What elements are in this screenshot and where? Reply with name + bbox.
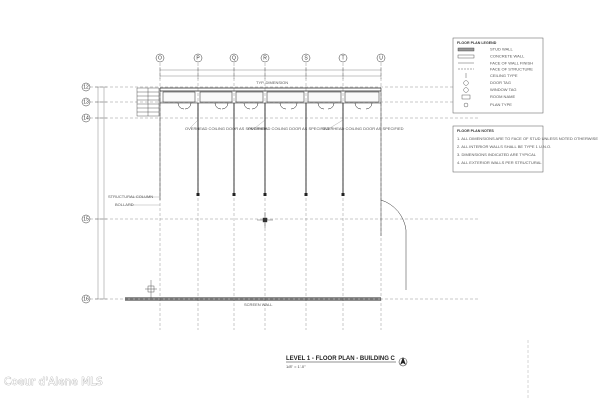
building-walls	[125, 87, 382, 301]
grid-bubble-O: O	[155, 53, 165, 63]
plan-scale: 1/8" = 1'-0"	[286, 364, 306, 369]
right-door-swing	[380, 199, 407, 290]
legend-title: FLOOR PLAN LEGEND	[457, 41, 497, 45]
stair	[136, 87, 160, 117]
grid-label-R: R	[263, 55, 267, 61]
legend-item-9: PLAN TYPE	[490, 102, 512, 107]
legend-item-7: WINDOW TAG	[490, 87, 517, 92]
row-grid-bubbles: 12 13 14 15 16	[81, 82, 91, 304]
grid-bubble-Q: Q	[229, 53, 239, 63]
grid-bubble-12: 12	[81, 82, 91, 92]
annotation-leaders	[130, 119, 344, 206]
legend-item-1: STUD WALL	[490, 47, 514, 52]
grid-bubble-R: R	[260, 53, 270, 63]
legend-item-5: CEILING TYPE	[490, 73, 518, 78]
bollard-note: BOLLARD	[115, 202, 134, 207]
storefront-note-1: OVERHEAD COILING DOOR AS SPECIFIED	[185, 126, 267, 131]
top-dimension-note: TYP. DIMENSION	[256, 80, 288, 85]
grid-label-16: 16	[83, 296, 89, 302]
grid-label-T: T	[341, 55, 344, 61]
storefront-note-3: OVERHEAD COILING DOOR AS SPECIFIED	[322, 126, 404, 131]
plan-title: LEVEL 1 - FLOOR PLAN - BUILDING C	[286, 356, 396, 362]
legend-box: FLOOR PLAN LEGEND STUD WALL CONCRETE WAL…	[452, 37, 544, 114]
grid-label-P: P	[196, 55, 200, 61]
grid-label-S: S	[304, 55, 308, 61]
grid-label-13: 13	[83, 99, 89, 105]
demising-walls	[197, 103, 344, 195]
column-grid-bubbles: O P Q R S T U	[155, 53, 386, 63]
grid-label-14: 14	[83, 115, 89, 121]
mls-watermark: Coeur d'Alene MLS	[4, 376, 103, 388]
column-grid	[159, 63, 382, 330]
legend-item-2: CONCRETE WALL	[490, 54, 525, 59]
left-dimension-string	[95, 86, 107, 300]
bollard-marker	[145, 280, 157, 298]
legend-item-4: FACE OF STRUCTURE	[490, 67, 533, 72]
grid-bubble-S: S	[301, 53, 311, 63]
bottom-wall-note: SCREEN WALL	[244, 302, 273, 307]
grid-bubble-T: T	[338, 53, 348, 63]
note-4: 4. ALL EXTERIOR WALLS PER STRUCTURAL	[457, 160, 542, 165]
legend-item-3: FACE OF WALL FINISH	[490, 61, 533, 66]
grid-bubble-13: 13	[81, 97, 91, 107]
grid-bubble-14: 14	[81, 113, 91, 123]
grid-bubble-15: 15	[81, 214, 91, 224]
grid-bubble-16: 16	[81, 294, 91, 304]
grid-label-O: O	[158, 55, 162, 61]
note-1: 1. ALL DIMENSIONS ARE TO FACE OF STUD UN…	[457, 136, 598, 141]
note-3: 3. DIMENSIONS INDICATED ARE TYPICAL	[457, 152, 537, 157]
note-2: 2. ALL INTERIOR WALLS SHALL BE TYPE 1 U.…	[457, 144, 551, 149]
north-arrow-icon	[398, 357, 408, 367]
top-dimension-string	[159, 67, 382, 79]
wall-end-markers	[196, 193, 345, 196]
storefront-note-2: OVERHEAD COILING DOOR AS SPECIFIED	[248, 126, 330, 131]
notes-title: FLOOR PLAN NOTES	[457, 129, 494, 133]
plan-title-block: LEVEL 1 - FLOOR PLAN - BUILDING C 1/8" =…	[286, 356, 408, 369]
unit-bays	[162, 91, 380, 110]
grid-label-U: U	[379, 55, 383, 61]
grid-label-15: 15	[83, 216, 89, 222]
legend-item-6: DOOR TAG	[490, 80, 511, 85]
legend-item-8: ROOM NAME	[490, 94, 515, 99]
grid-label-Q: Q	[232, 55, 236, 61]
notes-box: FLOOR PLAN NOTES 1. ALL DIMENSIONS ARE T…	[452, 125, 598, 173]
grid-label-12: 12	[83, 84, 89, 90]
structural-column-note: STRUCTURAL COLUMN	[108, 194, 153, 199]
grid-bubble-U: U	[376, 53, 386, 63]
structural-column-marker	[257, 212, 273, 228]
grid-bubble-P: P	[193, 53, 203, 63]
